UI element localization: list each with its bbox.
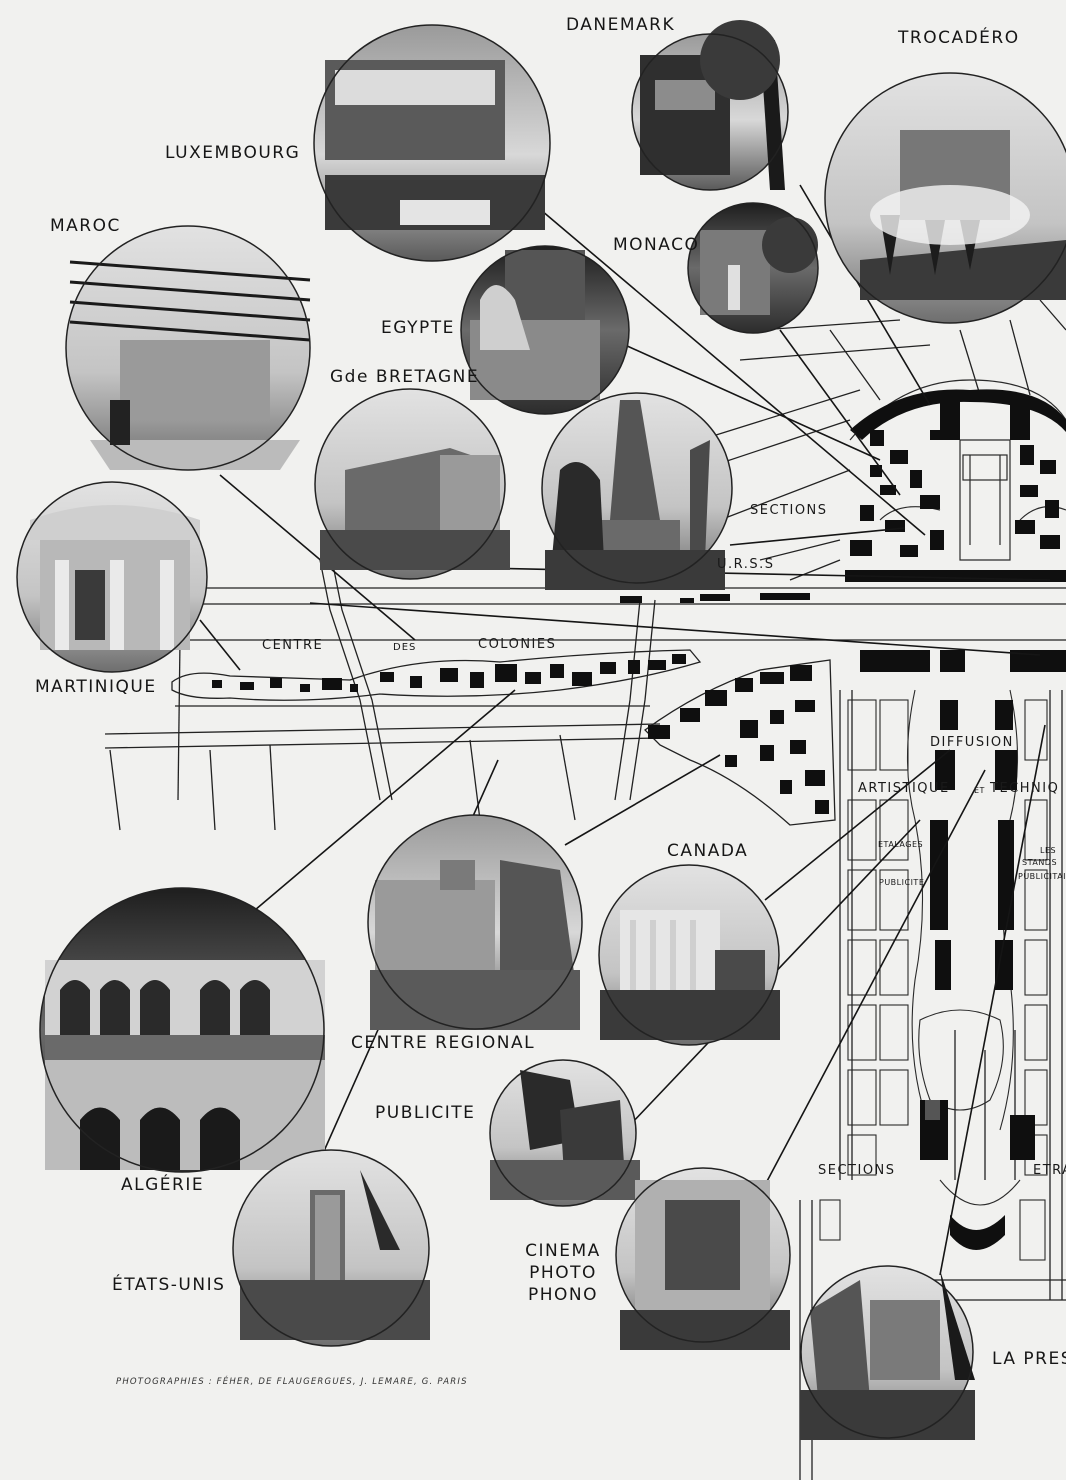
label-canada: CANADA bbox=[667, 841, 749, 861]
presse-photo bbox=[800, 1265, 975, 1440]
map-label-publicitaires: PUBLICITAI bbox=[1018, 872, 1066, 881]
map-label-les: LES bbox=[1040, 846, 1057, 855]
map-label-des: DES bbox=[393, 642, 417, 653]
map-label-sections-bottom: SECTIONS bbox=[818, 1163, 896, 1178]
etats-unis-photo bbox=[232, 1149, 430, 1347]
label-publicite: PUBLICITE bbox=[375, 1103, 476, 1123]
label-maroc: MAROC bbox=[50, 216, 121, 236]
label-la-presse: LA PRES bbox=[992, 1349, 1066, 1369]
bretagne-photo bbox=[314, 388, 510, 580]
map-label-etrangeres: ETRA bbox=[1033, 1163, 1066, 1178]
colonies-island bbox=[171, 649, 702, 701]
algerie-photo bbox=[39, 887, 325, 1173]
street-network bbox=[104, 299, 1066, 1480]
cinema-photo bbox=[615, 1167, 791, 1350]
map-label-diffusion: DIFFUSION bbox=[930, 735, 1014, 750]
label-cinema-photo-phono: CINEMA PHOTO PHONO bbox=[525, 1241, 601, 1305]
centre-regional-photo bbox=[367, 814, 583, 1030]
map-label-et: ET bbox=[974, 786, 985, 795]
label-monaco: MONACO bbox=[613, 235, 700, 255]
map-label-centre: CENTRE bbox=[262, 638, 324, 653]
martinique-photo bbox=[16, 481, 208, 673]
label-etats-unis: ÉTATS-UNIS bbox=[112, 1275, 226, 1295]
egypte-photo bbox=[460, 245, 630, 415]
boulevard-pavilions bbox=[620, 593, 810, 603]
luxembourg-photo bbox=[313, 24, 551, 262]
trocadero-photo bbox=[824, 72, 1066, 324]
label-martinique: MARTINIQUE bbox=[35, 677, 157, 697]
danemark-photo bbox=[631, 20, 789, 191]
label-centre-regional: CENTRE REGIONAL bbox=[351, 1033, 536, 1053]
map-label-stands: STANDS bbox=[1022, 858, 1058, 867]
map-label-publicite-small: PUBLICITE bbox=[879, 878, 925, 887]
maroc-photo bbox=[65, 225, 311, 471]
map-label-artistique: ARTISTIQUE bbox=[858, 781, 950, 796]
label-luxembourg: LUXEMBOURG bbox=[165, 143, 301, 163]
label-bretagne: Gde BRETAGNE bbox=[330, 367, 480, 387]
map-label-sections-top: SECTIONS bbox=[750, 503, 828, 518]
centre-regional-area bbox=[644, 659, 836, 826]
champ-de-mars-pavilions bbox=[920, 700, 1035, 1250]
photo-credit: PHOTOGRAPHIES : FÉHER, DE FLAUGERGUES, J… bbox=[116, 1377, 468, 1387]
label-algerie: ALGÉRIE bbox=[121, 1175, 205, 1195]
label-danemark: DANEMARK bbox=[566, 15, 676, 35]
label-egypte: EGYPTE bbox=[381, 318, 455, 338]
map-label-urss: U.R.S.S bbox=[717, 557, 775, 572]
map-label-colonies: COLONIES bbox=[478, 637, 557, 652]
map-label-technique: TECHNIQ bbox=[990, 781, 1060, 796]
map-label-etalages: ETALAGES bbox=[878, 840, 924, 849]
canada-photo bbox=[598, 864, 780, 1046]
urss-photo bbox=[541, 392, 733, 590]
publicite-photo bbox=[489, 1059, 640, 1207]
monaco-photo bbox=[687, 202, 819, 334]
photo-circles bbox=[16, 20, 1066, 1440]
label-trocadero: TROCADÉRO bbox=[898, 28, 1020, 48]
